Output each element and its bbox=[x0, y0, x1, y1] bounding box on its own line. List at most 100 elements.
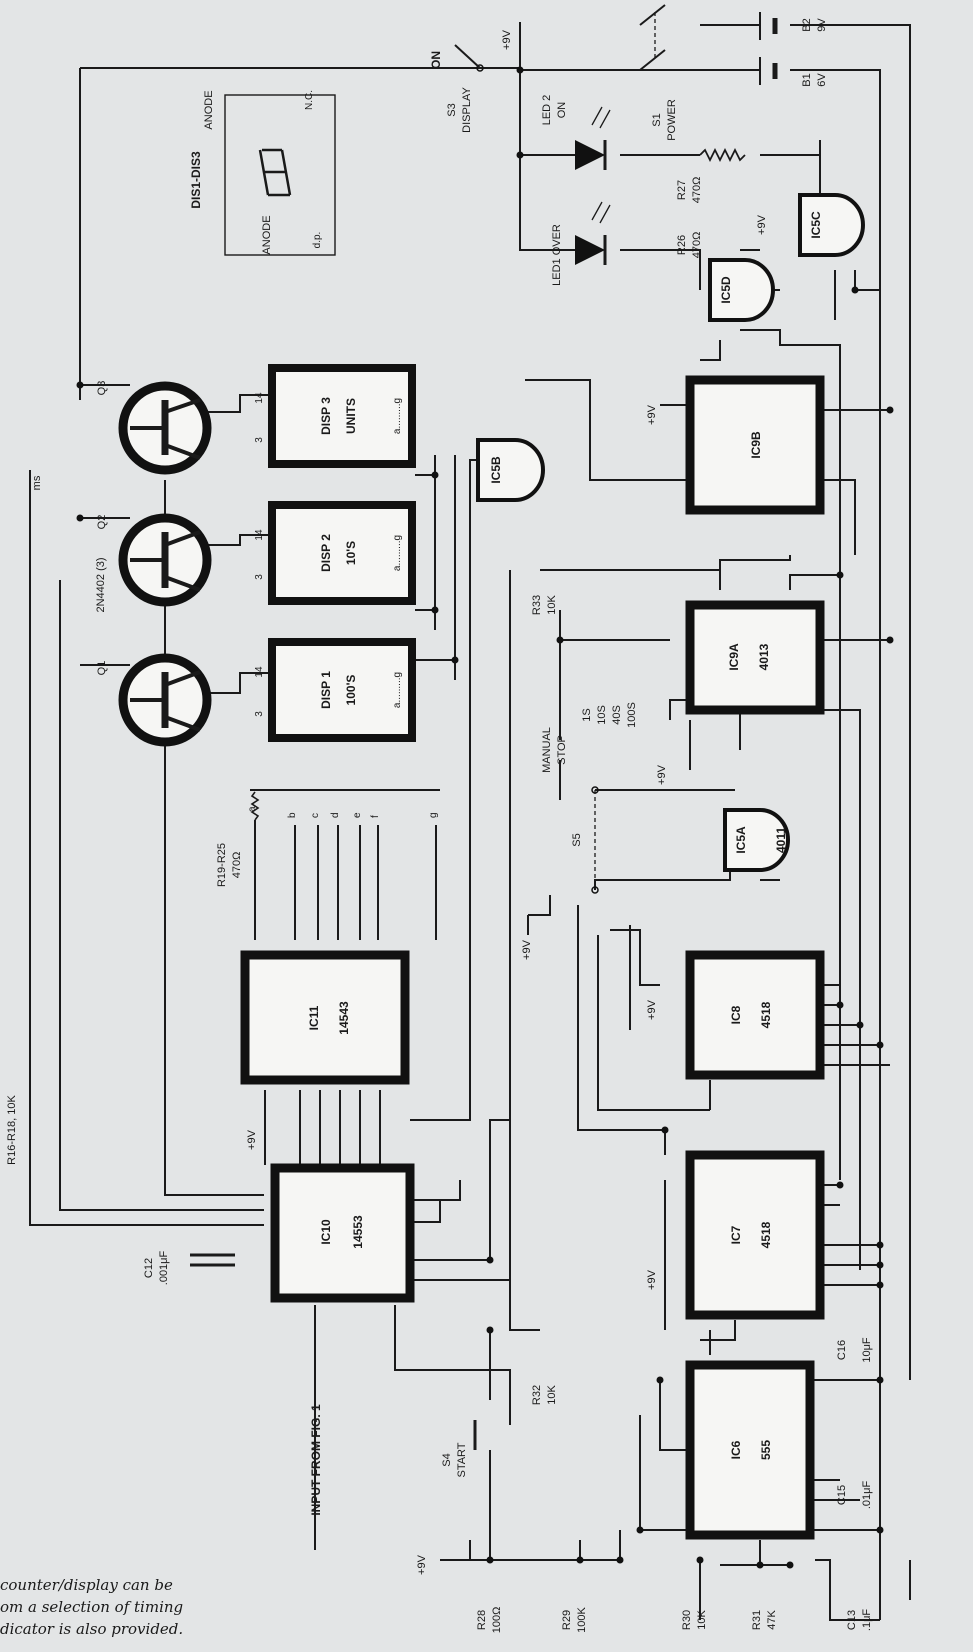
resistor-r27: R27 470Ω bbox=[676, 147, 746, 204]
ic6-name: IC6 bbox=[729, 1440, 743, 1459]
supply-s5: +9V bbox=[521, 939, 533, 960]
s3-label: S3 bbox=[446, 103, 458, 116]
manual-stop-2: STOP bbox=[556, 735, 568, 765]
led2-label: LED 2 bbox=[541, 95, 553, 126]
svg-text:14: 14 bbox=[254, 392, 265, 404]
caption: counter/display can be om a selection of… bbox=[0, 1576, 183, 1638]
supply-ic7: +9V bbox=[646, 1269, 658, 1290]
c13-label: C13 bbox=[846, 1610, 858, 1630]
r29-label: R29 bbox=[561, 1610, 573, 1630]
ic7-part: 4518 bbox=[759, 1221, 773, 1248]
ic5d-name: IC5D bbox=[719, 276, 733, 304]
timing-100s: 100S bbox=[626, 702, 638, 728]
switch-s4: S4 START bbox=[441, 1420, 477, 1478]
r27-value: 470Ω bbox=[691, 177, 703, 204]
transistor-type: 2N4402 (3) bbox=[95, 557, 107, 612]
pinout-anode-bottom: ANODE bbox=[261, 215, 273, 254]
r30-value: 10K bbox=[696, 1610, 708, 1630]
caption-line-1: counter/display can be bbox=[0, 1576, 173, 1594]
seg-f: f bbox=[370, 815, 381, 818]
r19-label: R19-R25 bbox=[216, 843, 228, 887]
s4-label: S4 bbox=[441, 1453, 453, 1466]
s3-on: ON bbox=[429, 51, 443, 69]
ic9b-name: IC9B bbox=[749, 431, 763, 459]
s1-label: S1 bbox=[651, 113, 663, 126]
seg-e: e bbox=[352, 812, 363, 818]
r19-value: 470Ω bbox=[231, 852, 243, 879]
b1-label: B1 bbox=[801, 73, 813, 86]
display-1: DISP 1 100'S a.........g 14 3 bbox=[254, 638, 416, 742]
r33-label: R33 bbox=[531, 595, 543, 615]
ic11-part: 14543 bbox=[337, 1001, 351, 1035]
supply-ic5c: +9V bbox=[756, 214, 768, 235]
switch-s1: S1 POWER bbox=[639, 4, 678, 141]
svg-text:3: 3 bbox=[254, 574, 265, 580]
c13-value: .1μF bbox=[861, 1609, 873, 1632]
ic10: IC10 14553 bbox=[270, 1163, 415, 1303]
disp1-name: DISP 1 bbox=[319, 671, 333, 709]
ic5a-part: 4011 bbox=[774, 827, 788, 853]
disp3-digit: UNITS bbox=[344, 398, 358, 434]
c15-value: .01μF bbox=[861, 1481, 873, 1510]
ic5c-name: IC5C bbox=[809, 211, 823, 239]
s3-sub: DISPLAY bbox=[461, 87, 473, 133]
c12-value: .001μF bbox=[158, 1250, 170, 1285]
supply-ic11: +9V bbox=[246, 1129, 258, 1150]
ic10-part: 14553 bbox=[351, 1215, 365, 1249]
led-1: LED1 OVER bbox=[551, 201, 611, 286]
r27-label: R27 bbox=[676, 180, 688, 200]
r32-value: 10K bbox=[546, 1385, 558, 1405]
disp2-digit: 10'S bbox=[344, 541, 358, 565]
b2-label: B2 bbox=[801, 18, 813, 31]
seg-g: g bbox=[428, 812, 439, 818]
svg-text:3: 3 bbox=[254, 437, 265, 443]
ic10-name: IC10 bbox=[319, 1219, 333, 1245]
c16-value: 10μF bbox=[861, 1337, 873, 1363]
ic9a-name: IC9A bbox=[727, 643, 741, 671]
ic9a: IC9A 4013 bbox=[685, 600, 825, 715]
b2-value: 9V bbox=[816, 18, 828, 32]
ic9b: IC9B bbox=[685, 375, 825, 515]
supply-ic9b: +9V bbox=[646, 404, 658, 425]
capacitor-c12: C12 .001μF bbox=[143, 1250, 235, 1285]
seg-b: b bbox=[287, 812, 298, 818]
timing-1s: 1S bbox=[581, 708, 593, 721]
seg-d: d bbox=[330, 812, 341, 818]
s1-sub: POWER bbox=[666, 99, 678, 141]
timing-40s: 40S bbox=[611, 705, 623, 725]
ic5a-name: IC5A bbox=[734, 826, 748, 854]
led1-label: LED1 OVER bbox=[551, 224, 563, 286]
r31-value: 47K bbox=[766, 1610, 778, 1630]
s5-label: S5 bbox=[571, 833, 583, 846]
ic7-name: IC7 bbox=[729, 1225, 743, 1244]
r29-value: 100K bbox=[576, 1606, 588, 1632]
r26-value: 470Ω bbox=[691, 232, 703, 259]
pinout-title: DIS1-DIS3 bbox=[189, 151, 203, 209]
display-pinout: DIS1-DIS3 ANODE ANODE N.C. d.p. bbox=[189, 90, 336, 256]
q2-id: Q2 bbox=[96, 515, 108, 530]
led2-sub: ON bbox=[556, 102, 568, 119]
batteries: B2 9V B1 6V bbox=[759, 12, 828, 87]
disp3-name: DISP 3 bbox=[319, 397, 333, 435]
resistor-r26: R26 470Ω bbox=[676, 232, 703, 259]
r16-label: R16-R18, 10K bbox=[6, 1094, 18, 1164]
ic6-part: 555 bbox=[759, 1440, 773, 1460]
r28-label: R28 bbox=[476, 1610, 488, 1630]
b1-value: 6V bbox=[816, 73, 828, 87]
supply-ic9a: +9V bbox=[656, 764, 668, 785]
c16-label: C16 bbox=[836, 1340, 848, 1360]
led-2: LED 2 ON bbox=[541, 95, 611, 170]
caption-line-2: om a selection of timing bbox=[0, 1598, 183, 1616]
ic9a-part: 4013 bbox=[757, 643, 771, 670]
ic8-name: IC8 bbox=[729, 1005, 743, 1024]
ic5b-name: IC5B bbox=[489, 456, 503, 484]
fragment-text: ms bbox=[31, 475, 43, 490]
c15-label: C15 bbox=[836, 1485, 848, 1505]
gate-ic5d: IC5D bbox=[708, 258, 775, 322]
r30-label: R30 bbox=[681, 1610, 693, 1630]
gate-ic5c: IC5C bbox=[798, 193, 865, 257]
display-2: DISP 2 10'S a.........g 14 3 bbox=[254, 501, 416, 605]
seg-c: c bbox=[310, 813, 321, 818]
transistor-q2: Q2 bbox=[96, 513, 212, 607]
